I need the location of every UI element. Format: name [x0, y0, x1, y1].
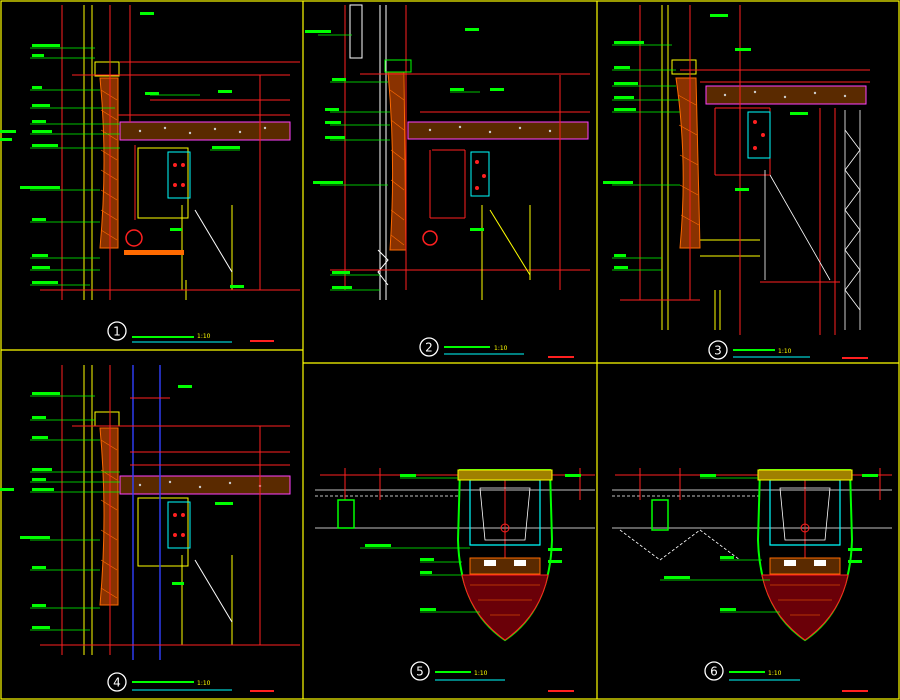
panel-6	[612, 468, 892, 642]
panel-3	[603, 5, 870, 335]
panel-number-circle	[410, 661, 430, 681]
panel-scale: 1:10	[197, 680, 211, 687]
panel-number: 6	[710, 665, 718, 679]
panel-1	[0, 5, 300, 300]
panel-title-bar	[132, 336, 194, 338]
panel-title-3: 3 1:10	[708, 340, 810, 360]
panel-title-bar	[729, 671, 765, 673]
panel-title-5: 5 1:10	[410, 661, 505, 681]
panel-2	[305, 4, 590, 300]
panel-title-bar	[435, 671, 471, 673]
sheet-notes	[250, 340, 868, 692]
panel-number: 1	[113, 325, 121, 339]
panel-title-bar	[733, 349, 775, 351]
panel-scale: 1:10	[474, 670, 488, 677]
panel-number-circle	[107, 672, 127, 692]
panel-number: 5	[416, 665, 424, 679]
panel-title-bar	[132, 681, 194, 683]
panel-title-2: 2 1:10	[419, 337, 524, 357]
panel-5	[315, 468, 595, 642]
panel-title-4: 4 1:10	[107, 672, 232, 692]
panel-title-1: 1 1:10	[107, 321, 232, 343]
panel-number: 4	[113, 676, 121, 690]
panel-number-circle	[704, 661, 724, 681]
panel-number-circle	[419, 337, 439, 357]
panel-scale: 1:10	[197, 333, 211, 340]
panel-4	[0, 365, 300, 660]
panel-number-circle	[107, 321, 127, 341]
panel-scale: 1:10	[778, 348, 792, 355]
panel-title-6: 6 1:10	[704, 661, 800, 681]
panel-number: 2	[425, 341, 433, 355]
panel-scale: 1:10	[768, 670, 782, 677]
panel-title-bar	[444, 346, 490, 348]
panel-scale: 1:10	[494, 345, 508, 352]
panel-number: 3	[714, 344, 722, 358]
panel-number-circle	[708, 340, 728, 360]
